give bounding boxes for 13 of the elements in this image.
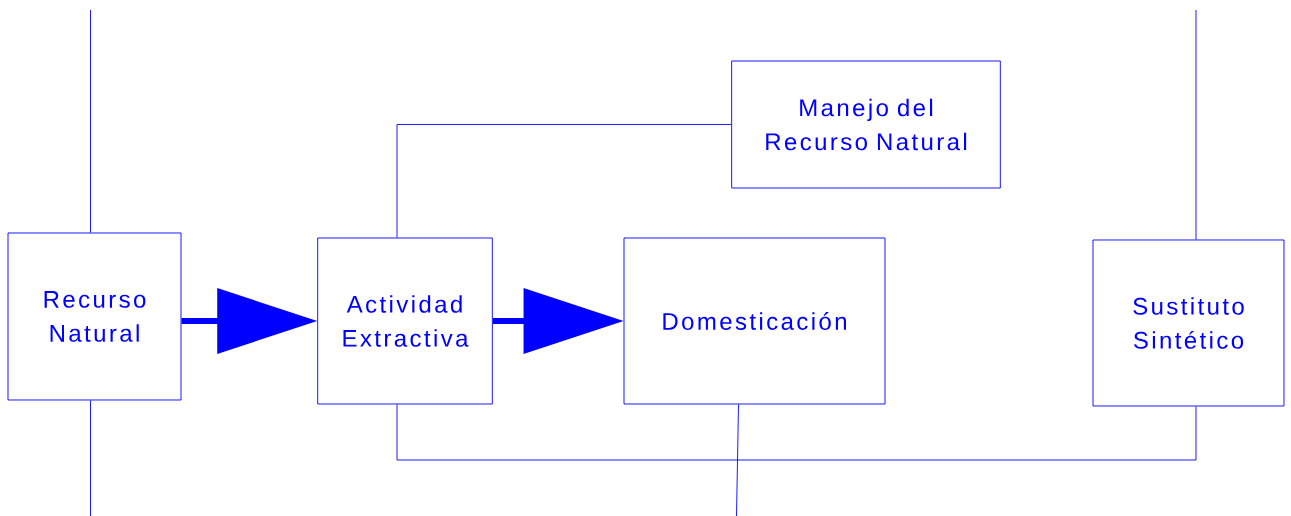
arrow xyxy=(492,288,624,354)
connector-line xyxy=(1195,9,1197,240)
connector-line xyxy=(396,124,732,238)
process-box: Domesticación xyxy=(623,237,886,405)
arrow xyxy=(181,288,318,354)
connector-line xyxy=(90,9,91,233)
process-box: Recurso Natural xyxy=(7,232,182,401)
process-box: Actividad Extractiva xyxy=(317,237,493,405)
connector-line xyxy=(396,404,1197,461)
connector-line xyxy=(90,400,91,516)
process-box: Manejo del Recurso Natural xyxy=(731,60,1001,189)
process-box: Sustituto Sintético xyxy=(1092,239,1285,407)
connector-line xyxy=(736,404,739,516)
